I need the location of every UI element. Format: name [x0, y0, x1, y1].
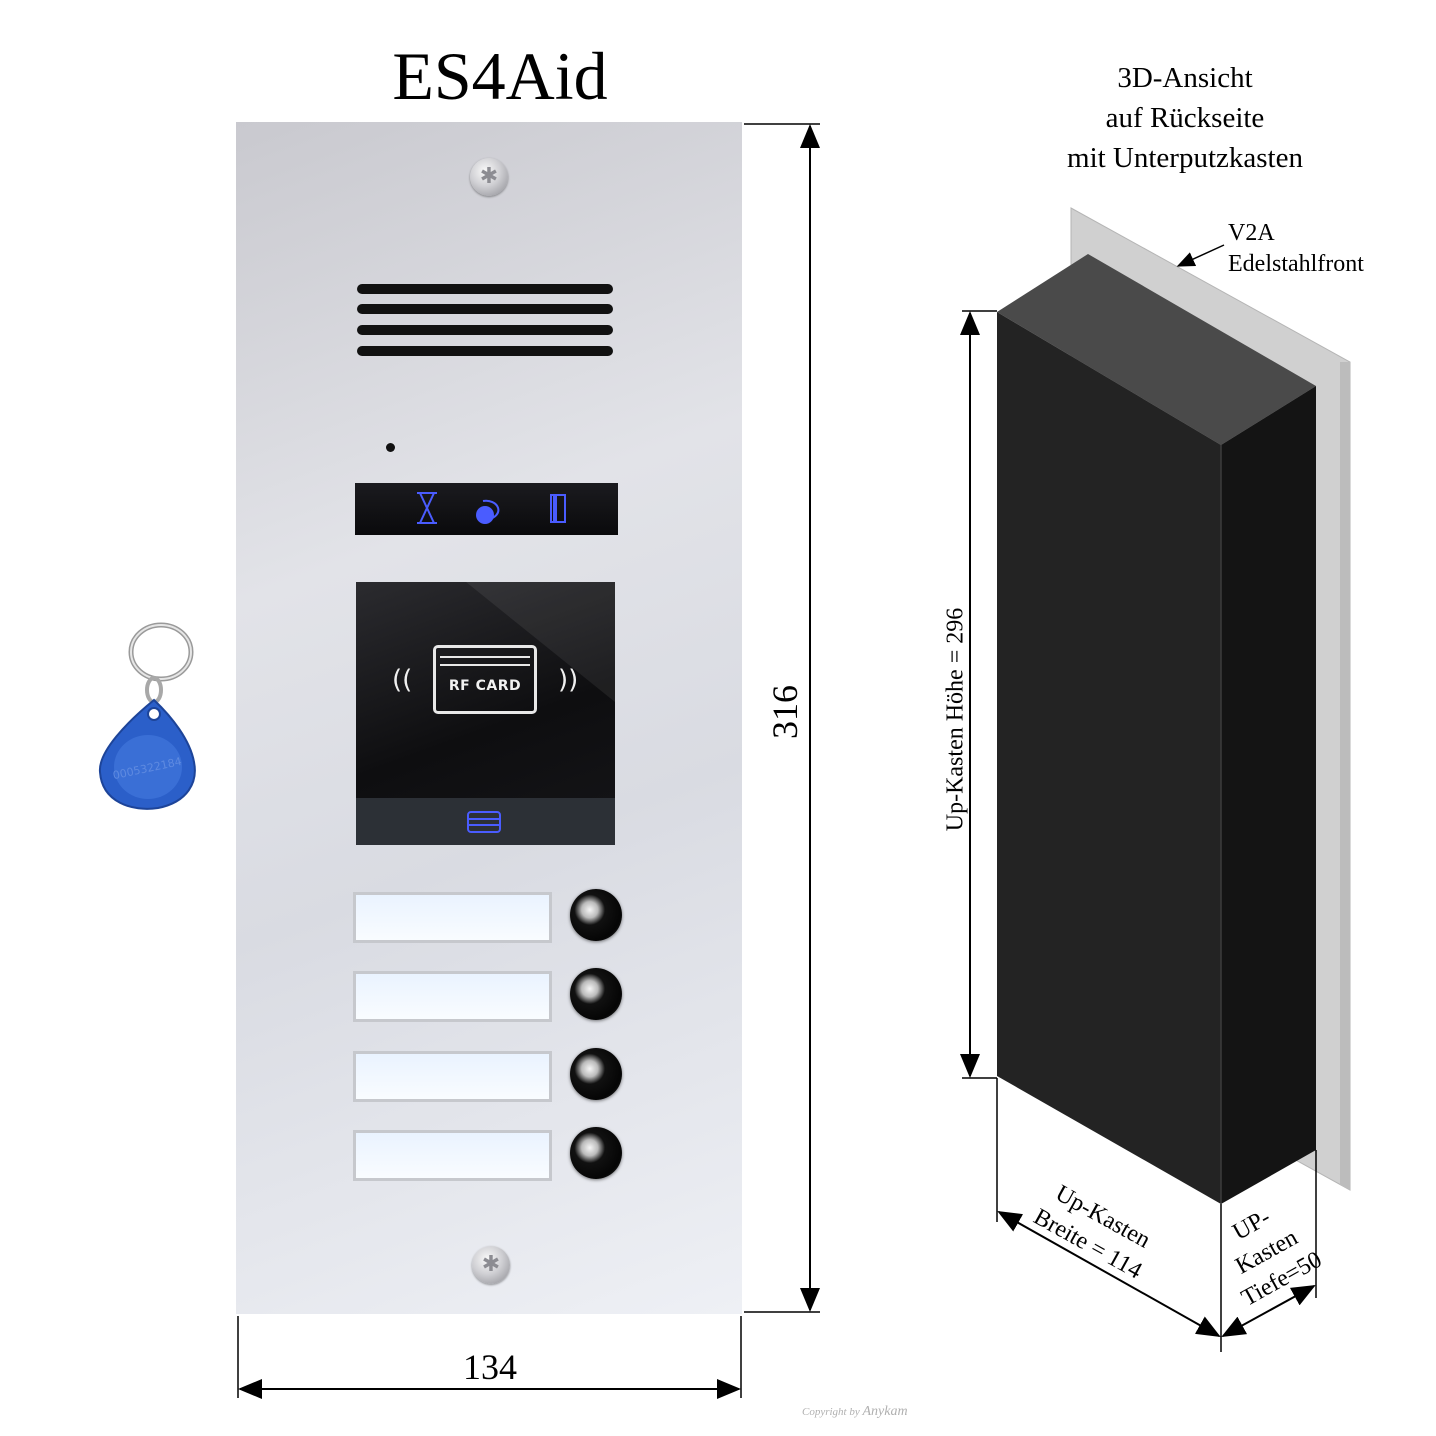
card-stripe	[440, 656, 530, 666]
rfid-keyfob-icon: 0005322184	[98, 622, 196, 810]
speaker-slot	[357, 284, 613, 294]
hourglass-icon	[417, 492, 437, 524]
view-title-line: auf Rückseite	[1105, 102, 1265, 134]
name-label-3	[353, 1051, 552, 1102]
copyright-brand: Anykam	[862, 1404, 908, 1419]
bell-button-1[interactable]	[570, 889, 622, 941]
rf-card-reader[interactable]: (( RF CARD ))	[356, 582, 615, 845]
view-title-line: mit Unterputzkasten	[1067, 142, 1303, 174]
product-title: ES4Aid	[392, 38, 608, 114]
copyright-notice: Copyright by Anykam	[802, 1404, 908, 1420]
name-label-1	[353, 892, 552, 943]
chat-bubble-icon	[476, 499, 500, 524]
bottom-screw-icon	[472, 1246, 510, 1284]
plate-height-dimension: 316	[765, 685, 805, 739]
status-indicator-bar	[355, 483, 618, 535]
signal-waves-right-icon: ))	[558, 665, 579, 695]
view-title: 3D-Ansicht auf Rückseite mit Unterputzka…	[1010, 58, 1360, 178]
view-title-line: 3D-Ansicht	[1117, 62, 1253, 94]
rf-reader-base	[356, 798, 615, 845]
speaker-slot	[357, 304, 613, 314]
speaker-slot	[357, 325, 613, 335]
signal-waves-left-icon: ((	[392, 665, 413, 695]
callout-line: Edelstahlfront	[1228, 251, 1364, 277]
rf-card-icon: RF CARD	[433, 645, 537, 714]
bell-button-4[interactable]	[570, 1127, 622, 1179]
box-height-dimension: Up-Kasten Höhe = 296	[942, 607, 969, 832]
rf-card-label: RF CARD	[448, 678, 522, 694]
door-icon	[550, 494, 566, 523]
speaker-slot	[357, 346, 613, 356]
microphone-hole	[386, 443, 395, 452]
card-slot-icon	[467, 811, 501, 833]
front-material-callout: V2A Edelstahlfront	[1228, 218, 1364, 280]
callout-line: V2A	[1228, 220, 1275, 246]
bell-button-2[interactable]	[570, 968, 622, 1020]
name-label-4	[353, 1130, 552, 1181]
bell-button-3[interactable]	[570, 1048, 622, 1100]
top-screw-icon	[470, 158, 508, 196]
plate-width-dimension: 134	[463, 1347, 517, 1387]
name-label-2	[353, 971, 552, 1022]
copyright-prefix: Copyright by	[802, 1406, 860, 1418]
